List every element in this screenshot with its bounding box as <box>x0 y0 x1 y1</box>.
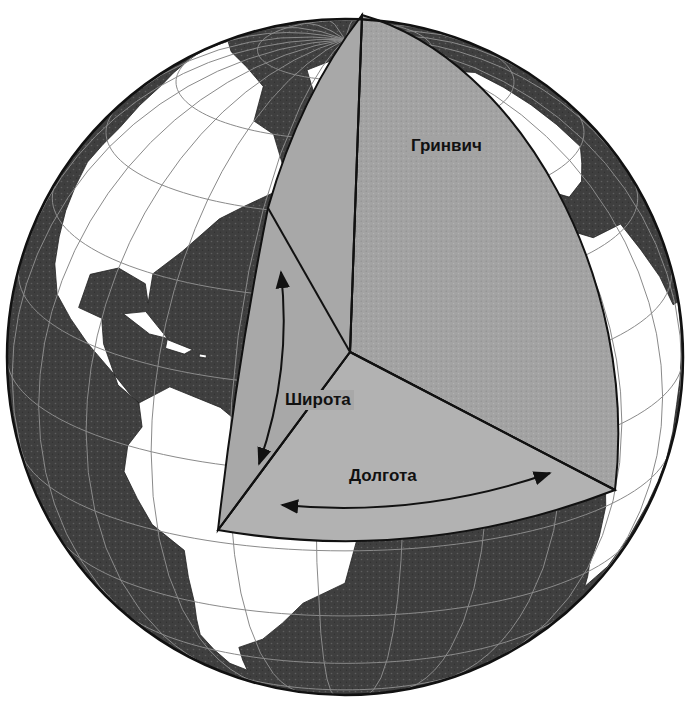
label-holder: Гринвич <box>408 136 485 156</box>
text-label: Гринвич <box>408 136 485 156</box>
label-holder: Широта <box>282 390 354 410</box>
text-label: Долгота <box>346 466 420 486</box>
text-label: Широта <box>282 390 354 410</box>
land-mass <box>199 354 206 358</box>
equator-radius <box>218 352 350 530</box>
meridian-plane <box>218 15 362 530</box>
globe-outline <box>7 19 683 695</box>
latitude-radius <box>268 208 350 352</box>
axis-line <box>350 15 362 352</box>
label-holder: Долгота <box>346 466 420 486</box>
land-mass <box>123 312 167 339</box>
latitude-arrow <box>259 272 284 464</box>
land-mass <box>166 340 193 354</box>
